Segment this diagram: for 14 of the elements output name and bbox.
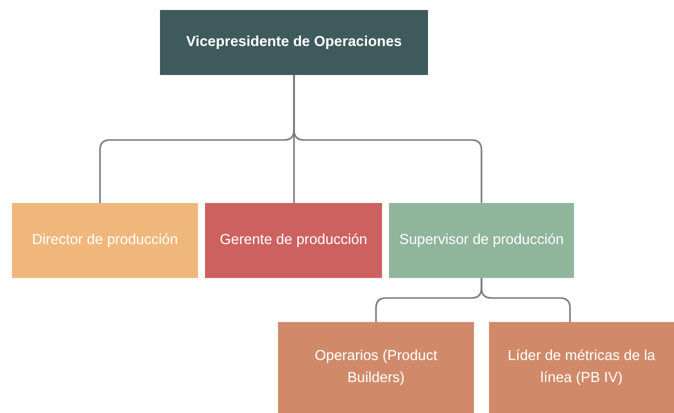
box-label: Operarios (Product Builders) [314, 346, 438, 388]
box-label: Líder de métricas de la línea (PB IV) [506, 346, 656, 388]
org-chart-box [160, 10, 428, 75]
org-chart-box [205, 203, 382, 278]
org-chart-box [278, 322, 474, 413]
org-chart-box [12, 203, 198, 278]
box-label: Vicepresidente de Operaciones [186, 32, 402, 52]
connector-line [293, 75, 482, 203]
box-label: Director de producción [32, 230, 178, 250]
box-label: Supervisor de producción [399, 230, 564, 250]
org-chart-box [389, 203, 574, 278]
connector-line [480, 278, 571, 322]
box-label: Gerente de producción [220, 230, 368, 250]
org-chart-box [489, 322, 674, 413]
